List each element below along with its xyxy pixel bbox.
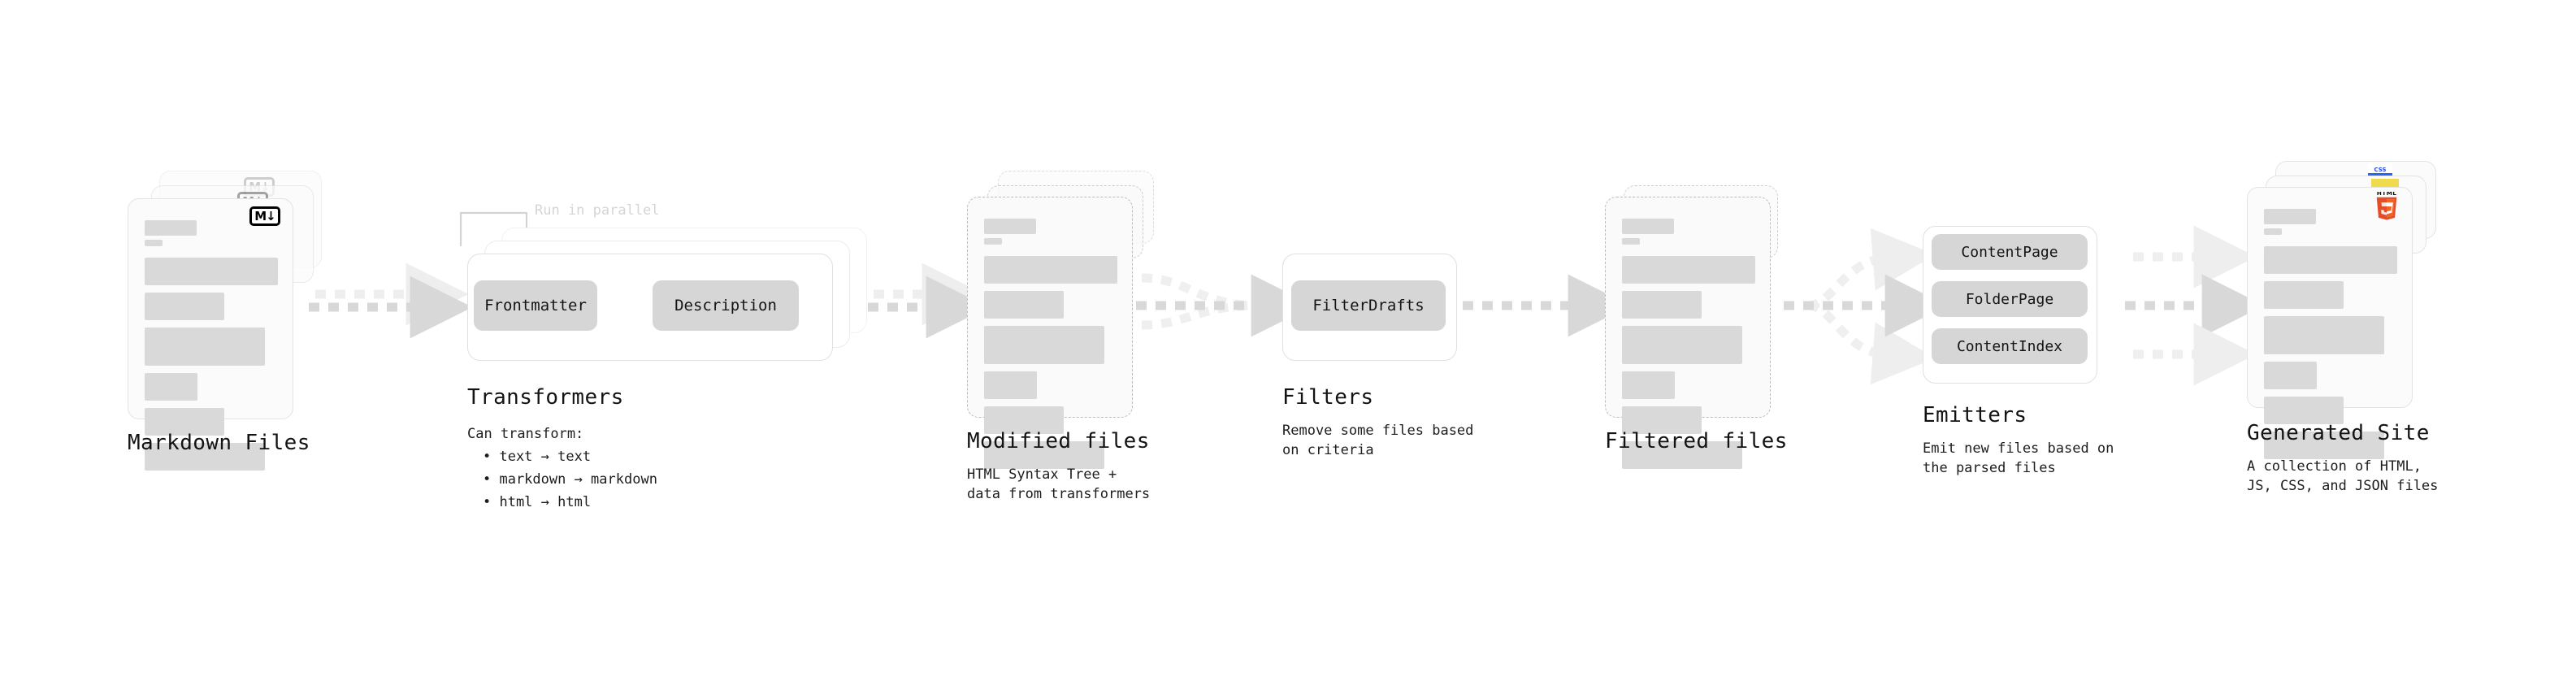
arrow-emitters-to-site: [2125, 225, 2265, 386]
run-in-parallel-label: Run in parallel: [535, 202, 660, 219]
emitter-node-contentindex[interactable]: ContentIndex: [1932, 328, 2088, 364]
content-bar: [1622, 371, 1675, 399]
arrow-filtered-to-emitters: [1784, 228, 1948, 385]
site-card-front: [2247, 187, 2413, 459]
html5-icon: HTML: [2377, 192, 2397, 220]
content-bar: [2264, 228, 2282, 235]
emitter-node-contentpage[interactable]: ContentPage: [1932, 234, 2088, 270]
css-icon: CSS: [2368, 163, 2392, 176]
emitters-desc: Emit new files based on the parsed files: [1923, 440, 2114, 477]
content-bar: [984, 256, 1117, 284]
emitter-node-folderpage[interactable]: FolderPage: [1932, 281, 2088, 317]
content-bar: [1622, 291, 1702, 319]
content-bar: [984, 406, 1064, 434]
content-bar: [1622, 326, 1742, 364]
content-bar: [984, 291, 1064, 319]
content-bar: [1622, 219, 1674, 234]
content-bar: [2264, 432, 2384, 459]
modified-files-title: Modified files: [967, 429, 1150, 453]
markdown-card-front: [128, 198, 293, 471]
filters-desc: Remove some files based on criteria: [1282, 423, 1474, 459]
emitters-title: Emitters: [1923, 403, 2027, 427]
content-bar: [2264, 246, 2397, 274]
filtered-files-title: Filtered files: [1605, 429, 1788, 453]
content-bar: [2264, 316, 2384, 354]
modified-card-front: [967, 197, 1133, 469]
svg-text:HTML: HTML: [2377, 192, 2397, 197]
content-bar: [145, 220, 197, 236]
content-bar: [145, 327, 265, 366]
content-bar: [984, 326, 1104, 364]
content-bar: [1622, 238, 1640, 245]
markdown-icon: M↓: [249, 206, 280, 226]
markdown-files-title: Markdown Files: [128, 431, 310, 455]
arrow-markdown-to-transformers: [309, 262, 473, 339]
markdown-card-bars: [145, 220, 278, 478]
content-bar: [2264, 362, 2317, 389]
transformers-list-item-1: • markdown → markdown: [483, 471, 657, 488]
content-bar: [984, 219, 1036, 234]
modified-files-desc: HTML Syntax Tree + data from transformer…: [967, 466, 1151, 503]
generated-site-title: Generated Site: [2247, 421, 2430, 445]
content-bar: [1622, 441, 1742, 469]
content-bar: [145, 240, 163, 246]
content-bar: [1622, 256, 1755, 284]
transformers-title: Transformers: [467, 385, 624, 410]
filtered-card-front: [1605, 197, 1771, 469]
content-bar: [984, 371, 1037, 399]
transformers-list-item-2: • html → html: [483, 494, 592, 510]
transformers-list-item-0: • text → text: [483, 449, 592, 465]
content-bar: [145, 373, 197, 401]
content-bar: [145, 258, 278, 285]
content-bar: [2264, 209, 2316, 224]
content-bar: [984, 441, 1104, 469]
arrow-modified-to-filters: [1136, 273, 1314, 337]
content-bar: [145, 408, 224, 436]
filter-node-filterdrafts[interactable]: FilterDrafts: [1291, 280, 1446, 331]
content-bar: [2264, 397, 2344, 424]
filters-title: Filters: [1282, 385, 1374, 410]
content-bar: [984, 238, 1002, 245]
content-bar: [145, 293, 224, 320]
modified-card-bars: [984, 219, 1117, 476]
content-bar: [1622, 406, 1702, 434]
content-bar: [2264, 281, 2344, 309]
generated-site-desc: A collection of HTML, JS, CSS, and JSON …: [2247, 458, 2439, 495]
site-card-bars: [2264, 209, 2397, 466]
transformers-desc: Can transform:: [467, 426, 584, 442]
filtered-card-bars: [1622, 219, 1755, 476]
transformer-node-frontmatter[interactable]: Frontmatter: [474, 280, 597, 331]
transformer-node-description[interactable]: Description: [653, 280, 799, 331]
content-bar: [145, 443, 265, 471]
